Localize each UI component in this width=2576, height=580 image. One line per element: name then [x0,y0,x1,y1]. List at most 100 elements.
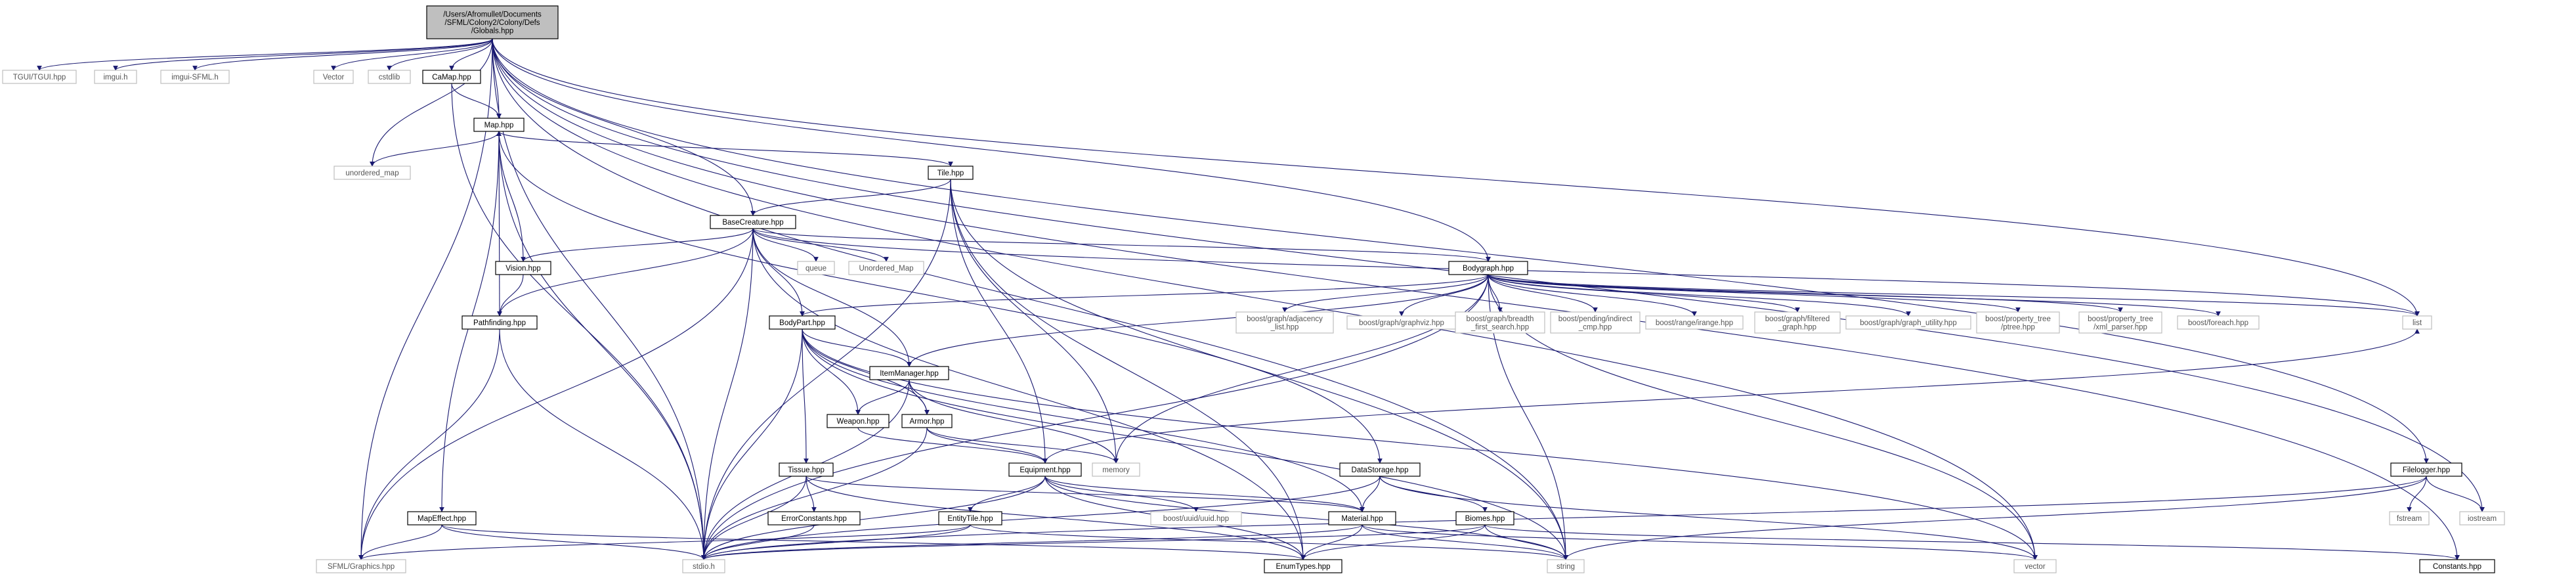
edge-bodypart-to-tissue [802,328,809,464]
node-box [1550,311,1641,334]
node-label: Material.hpp [1341,515,1383,523]
node-box [1339,462,1421,477]
node-label: /xml_parser.hpp [2093,323,2147,331]
node-label: Map.hpp [484,122,514,129]
edge-map-to-unordered_map [370,131,500,167]
edge-filelogger-to-stdio [701,476,2427,560]
node-material[interactable]: Material.hpp [1328,511,1396,525]
node-mapeffect[interactable]: MapEffect.hpp [407,511,477,525]
node-label: cstdlib [379,74,400,81]
node-globals[interactable]: /Users/Afromullet/Documents/SFML/Colony2… [426,5,559,39]
node-vision[interactable]: Vision.hpp [495,261,551,275]
node-errorconstants[interactable]: ErrorConstants.hpp [767,511,861,525]
node-box [2402,315,2432,330]
node-box [160,70,230,84]
node-box [316,559,406,573]
node-entitytile[interactable]: EntityTile.hpp [938,511,1002,525]
node-tissue[interactable]: Tissue.hpp [779,462,834,477]
edge-bodygraph-to-b_indirect [1488,274,1598,313]
node-unordered-map2: Unordered_Map [848,261,924,275]
node-weapon[interactable]: Weapon.hpp [826,414,890,428]
node-itemmanager[interactable]: ItemManager.hpp [869,366,949,380]
edge-equipment-to-string [1044,476,1568,560]
node-box [333,166,411,180]
edge-bodypart-to-material [802,328,1365,512]
edge-datastorage-to-material [1360,476,1381,512]
edge-map-to-tile [498,131,953,167]
node-basecreature[interactable]: BaseCreature.hpp [710,215,796,229]
node-box [869,366,949,380]
node-equipment[interactable]: Equipment.hpp [1008,462,1082,477]
node-enumtypes[interactable]: EnumTypes.hpp [1264,559,1342,573]
node-box [1547,559,1585,573]
node-bodygraph[interactable]: Bodygraph.hpp [1448,261,1528,275]
node-box [779,462,834,477]
node-camap[interactable]: CaMap.hpp [422,70,481,84]
edge-tissue-to-material [805,476,1365,512]
node-label: fstream [2397,515,2422,523]
node-label: boost/uuid/uuid.hpp [1163,515,1229,523]
edge-globals-to-tgui [37,38,493,71]
dependency-edges [37,38,2485,560]
node-label: boost/range/irange.hpp [1656,319,1733,327]
node-map[interactable]: Map.hpp [473,118,525,132]
node-box [1754,311,1841,334]
node-box [769,315,836,330]
node-label: vector [2025,563,2045,571]
node-biomes[interactable]: Biomes.hpp [1455,511,1514,525]
edge-mapeffect-to-stdio [441,524,706,560]
edge-material-to-vector [1362,524,2038,560]
node-iostream: iostream [2459,511,2505,525]
edge-globals-to-bodygraph [492,38,1491,262]
edge-basecreature-to-pathfinding [497,228,754,317]
node-box [495,261,551,275]
edge-datastorage-to-biomes [1379,476,1488,512]
node-label: Equipment.hpp [1020,466,1070,474]
node-label: boost/graph/filtered [1765,315,1830,323]
node-box [901,414,953,428]
node-label: /SFML/Colony2/Colony/Defs [444,19,540,27]
node-box [1264,559,1342,573]
node-label: TGUI/TGUI.hpp [13,74,66,81]
edge-bodygraph-to-itemmanager [907,274,1489,367]
edge-camap-to-map [451,83,502,119]
node-filelogger[interactable]: Filelogger.hpp [2390,462,2462,477]
node-b-foreach: boost/foreach.hpp [2177,315,2260,330]
edge-armor-to-memory [926,427,1119,464]
node-tile[interactable]: Tile.hpp [928,166,974,180]
node-bodypart[interactable]: BodyPart.hpp [769,315,836,330]
node-cstdlib: cstdlib [368,70,411,84]
node-b-irange: boost/range/irange.hpp [1645,315,1744,330]
node-datastorage[interactable]: DataStorage.hpp [1339,462,1421,477]
edge-bodygraph-to-b_graphviz [1399,274,1489,317]
edge-bodypart-to-weapon [802,328,861,415]
edge-pathfinding-to-map [496,131,502,317]
node-b-indirect: boost/pending/indirect_cmp.hpp [1550,311,1641,334]
edge-tile-to-basecreature [750,179,951,216]
node-box [313,70,354,84]
node-box [1008,462,1082,477]
edge-globals-to-filelogger [492,38,2429,464]
edge-itemmanager-to-memory [909,379,1119,464]
node-box [1976,311,2060,334]
node-box [826,414,890,428]
edge-bodygraph-to-b_irange [1488,274,1697,317]
node-box [368,70,411,84]
edge-datastorage-to-vector [1379,476,2038,560]
node-pathfinding[interactable]: Pathfinding.hpp [462,315,538,330]
node-box [797,261,835,275]
edge-biomes-to-constants [1484,524,2460,560]
edge-biomes-to-stdio [701,524,1486,560]
node-vector-cap: Vector [313,70,354,84]
node-label: /ptree.hpp [2001,323,2035,331]
node-label: /Users/Afromullet/Documents [443,11,542,19]
node-box [473,118,525,132]
node-constants[interactable]: Constants.hpp [2419,559,2495,573]
edge-weapon-to-equipment [857,427,1048,464]
node-armor[interactable]: Armor.hpp [901,414,953,428]
node-label: Unordered_Map [859,265,913,273]
node-label: imgui.h [103,74,127,81]
edge-basecreature-to-bodygraph [752,228,1491,262]
edge-armor-to-stdio [701,427,928,560]
node-vector: vector [2013,559,2057,573]
